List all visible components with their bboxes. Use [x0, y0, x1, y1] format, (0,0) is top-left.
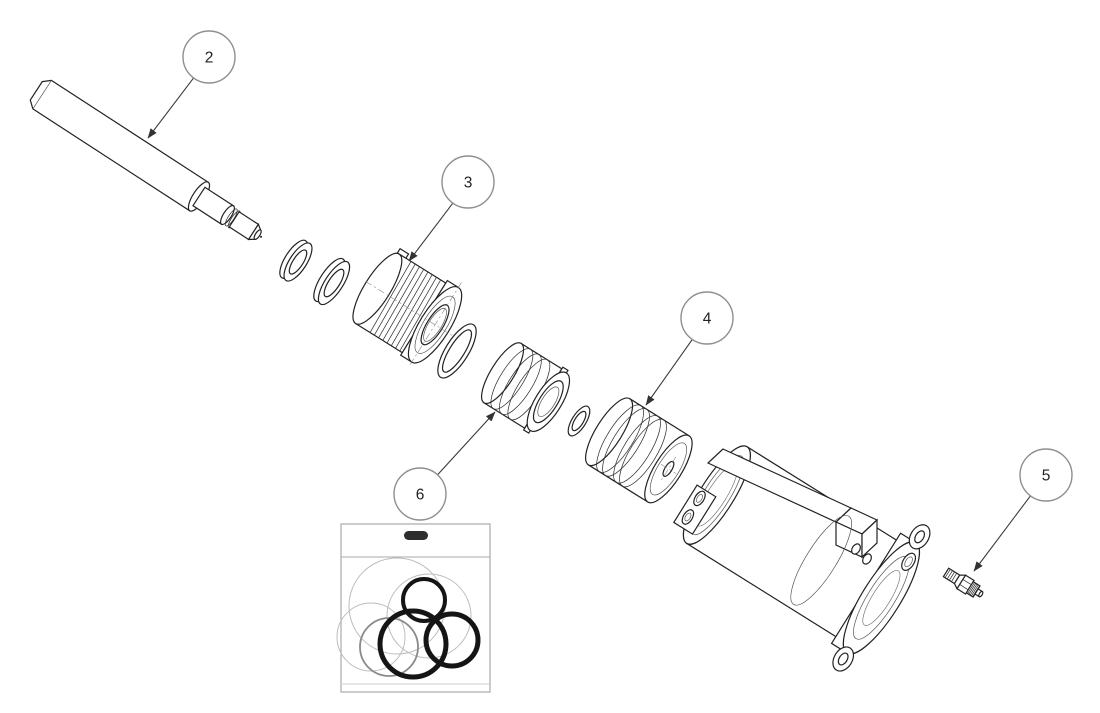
callout-6[interactable]: 6: [393, 411, 496, 521]
grease-port: [901, 552, 917, 571]
part-rod-gland: [352, 247, 463, 368]
lug-hole: [681, 509, 695, 525]
plate-hole: [851, 543, 861, 555]
part-cylinder-body: [672, 445, 931, 672]
part-piston-rod: [29, 79, 263, 241]
flange-ear: [832, 646, 855, 672]
part-o-ring-small: [567, 405, 591, 437]
callout-balloon[interactable]: [393, 467, 447, 521]
part-o-ring-large: [437, 323, 477, 379]
lug-hole: [693, 490, 706, 507]
hang-slot: [404, 531, 428, 540]
leader-line: [973, 495, 1031, 572]
callout-balloon[interactable]: [680, 291, 734, 345]
callout-5[interactable]: 5: [973, 448, 1073, 572]
callout-5-label: 5: [1042, 468, 1051, 485]
seal-ring: [377, 608, 449, 680]
leader-line: [408, 202, 454, 262]
leader-line: [645, 339, 693, 406]
part-grease-fitting: [942, 567, 984, 598]
callout-balloon[interactable]: [441, 155, 495, 209]
part-seal-cartridge: [481, 342, 571, 434]
callout-3-label: 3: [464, 175, 473, 192]
flange-ear: [908, 524, 931, 550]
callout-4[interactable]: 4: [645, 291, 734, 406]
seal-ring: [423, 611, 481, 669]
leader-line: [437, 411, 496, 476]
seal-kit-package: [336, 523, 491, 693]
part-washer-ring-a: [279, 239, 313, 282]
plate-hole: [862, 553, 872, 565]
part-piston: [585, 397, 693, 504]
callout-4-label: 4: [703, 311, 712, 328]
callout-balloon[interactable]: [182, 30, 236, 84]
callout-6-label: 6: [416, 487, 425, 504]
seal-ring: [401, 577, 447, 623]
callout-2[interactable]: 2: [147, 30, 236, 139]
callout-2-label: 2: [205, 50, 214, 67]
leader-line: [147, 77, 195, 139]
callout-balloon[interactable]: [1019, 448, 1073, 502]
part-washer-ring-b: [313, 257, 351, 306]
callout-3[interactable]: 3: [408, 155, 495, 262]
